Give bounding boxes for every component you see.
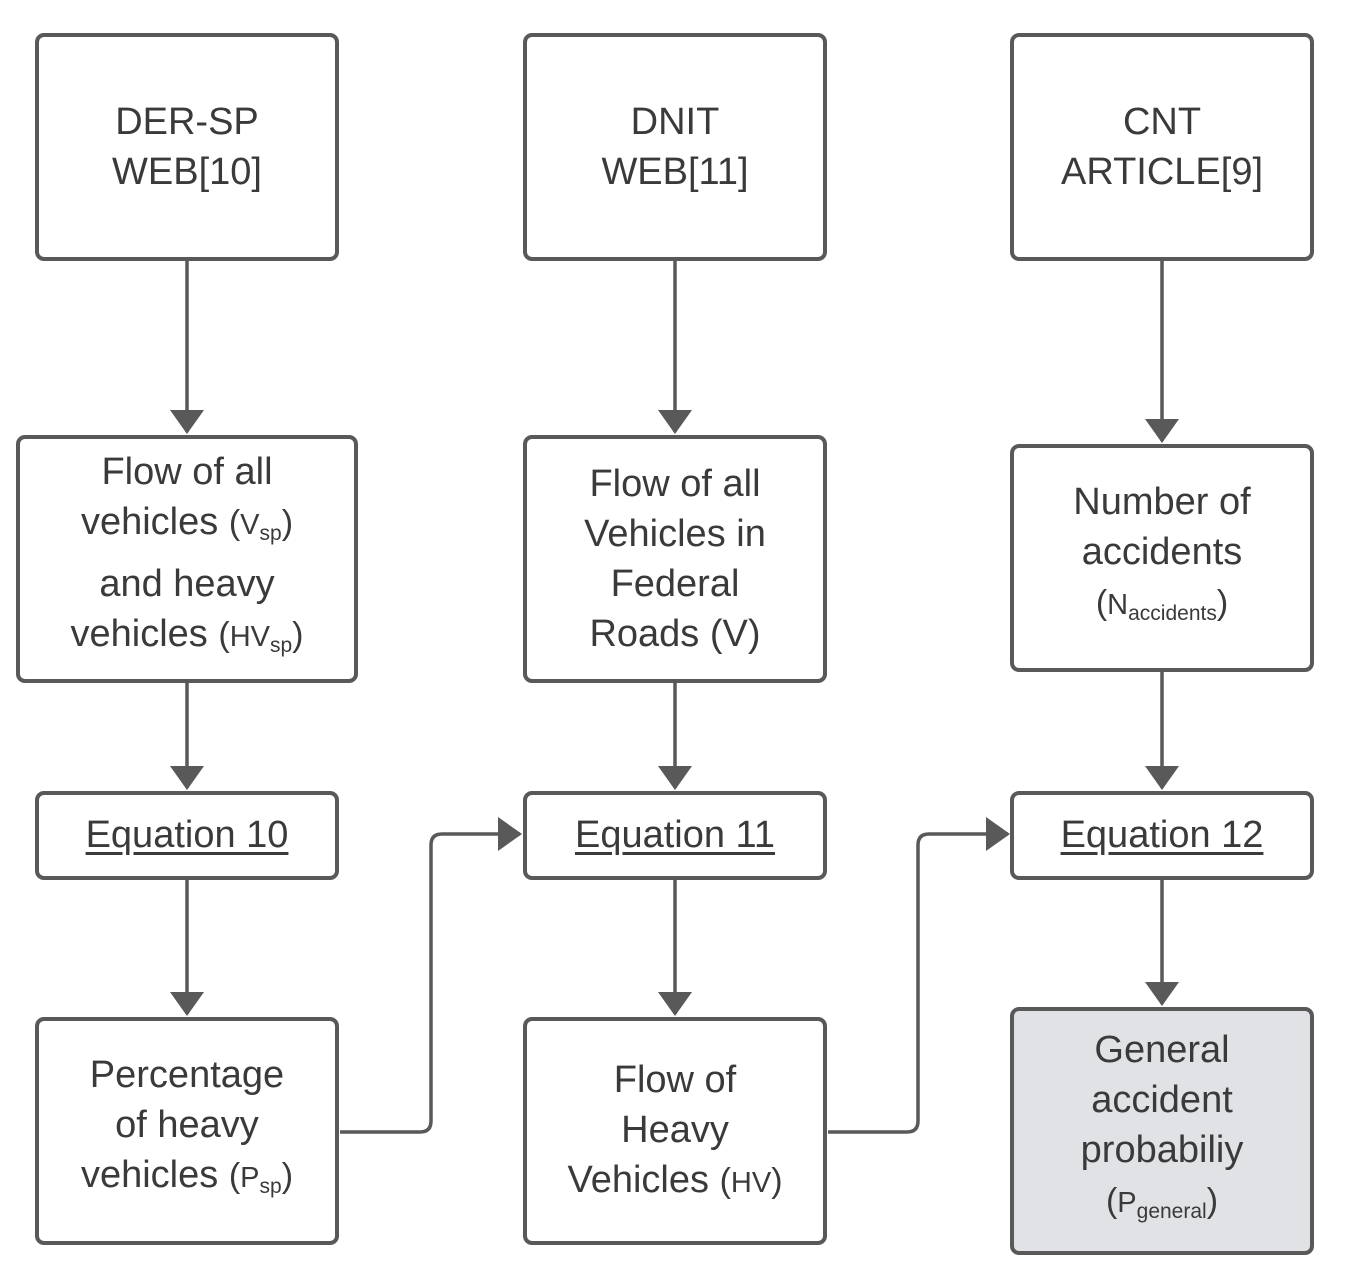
equation-10-label: Equation 10 (85, 814, 289, 856)
general-prob-line-4: (Pgeneral) (1105, 1182, 1219, 1223)
flow-heavy-line-1: Flow of (613, 1058, 737, 1101)
flow-all-sp-line-4-text: vehicles (70, 613, 208, 655)
hv-sp-symbol: HV (229, 621, 270, 653)
flow-all-sp-line-2: vehicles (Vsp) (80, 501, 294, 545)
percentage-heavy-vehicles-box: Percentage of heavy vehicles (Psp) (35, 1017, 339, 1245)
source-dnit-line-2: WEB[11] (601, 151, 749, 193)
equation-10-box: Equation 10 (35, 791, 339, 880)
source-box-dnit: DNIT WEB[11] (523, 33, 827, 261)
flow-federal-line-4: Roads (V) (589, 613, 761, 655)
pct-heavy-line-2: of heavy (115, 1104, 259, 1146)
general-prob-line-2: accident (1091, 1079, 1233, 1121)
num-accidents-line-1: Number of (1073, 481, 1251, 523)
v-sp-subscript: sp (259, 522, 282, 545)
equation-12-box: Equation 12 (1010, 791, 1314, 880)
p-sp-symbol: P (240, 1162, 260, 1194)
pct-heavy-line-3: vehicles (Psp) (80, 1154, 294, 1198)
flow-all-vehicles-federal-box: Flow of all Vehicles in Federal Roads (V… (523, 435, 827, 683)
flow-federal-line-1: Flow of all (589, 463, 761, 505)
flow-all-sp-line-4: vehicles (HVsp) (70, 613, 304, 657)
flow-heavy-line-3: Vehicles (HV) (567, 1158, 783, 1201)
flow-heavy-line-3-text: Vehicles (567, 1158, 710, 1201)
source-dnit-line-1: DNIT (630, 101, 720, 143)
flow-federal-line-2: Vehicles in (584, 513, 766, 555)
flow-all-vehicles-sp-box: Flow of all vehicles (Vsp) and heavy veh… (16, 435, 358, 683)
flow-all-sp-line-3: and heavy (99, 563, 275, 605)
num-accidents-line-2: accidents (1081, 531, 1243, 573)
source-dersp-line-2: WEB[10] (112, 151, 262, 193)
n-accidents-subscript: accidents (1128, 602, 1217, 625)
v-sp-symbol: V (240, 509, 260, 541)
n-accidents-symbol: N (1107, 589, 1129, 621)
pct-heavy-line-3-text: vehicles (80, 1154, 219, 1196)
source-box-dersp: DER-SP WEB[10] (35, 33, 339, 261)
p-general-subscript: general (1136, 1200, 1207, 1223)
flow-federal-line-3: Federal (610, 563, 740, 605)
source-dersp-line-1: DER-SP (115, 101, 259, 143)
hv-sp-subscript: sp (269, 634, 293, 657)
source-cnt-line-1: CNT (1122, 101, 1202, 143)
flow-heavy-vehicles-box: Flow of Heavy Vehicles (HV) (523, 1017, 827, 1245)
equation-12-label: Equation 12 (1060, 814, 1264, 856)
p-general-symbol: P (1117, 1187, 1137, 1219)
hv-symbol: HV (730, 1166, 772, 1199)
general-accident-probability-box: General accident probabiliy (Pgeneral) (1010, 1007, 1314, 1255)
flow-all-sp-line-2-text: vehicles (80, 501, 219, 543)
general-prob-line-1: General (1094, 1029, 1230, 1071)
source-cnt-line-2: ARTICLE[9] (1060, 151, 1264, 193)
p-sp-subscript: sp (259, 1175, 282, 1198)
general-prob-line-3: probabiliy (1080, 1129, 1244, 1171)
arrow-pct-heavy-to-eq11 (340, 817, 522, 1134)
flow-all-sp-line-1: Flow of all (101, 451, 273, 493)
source-box-cnt: CNT ARTICLE[9] (1010, 33, 1314, 261)
pct-heavy-line-1: Percentage (89, 1054, 285, 1096)
equation-11-box: Equation 11 (523, 791, 827, 880)
equation-11-label: Equation 11 (574, 814, 776, 856)
num-accidents-line-3: (Naccidents) (1095, 584, 1229, 625)
flow-heavy-line-2: Heavy (621, 1108, 729, 1151)
arrow-flow-heavy-to-eq12 (828, 817, 1010, 1134)
number-of-accidents-box: Number of accidents (Naccidents) (1010, 444, 1314, 672)
